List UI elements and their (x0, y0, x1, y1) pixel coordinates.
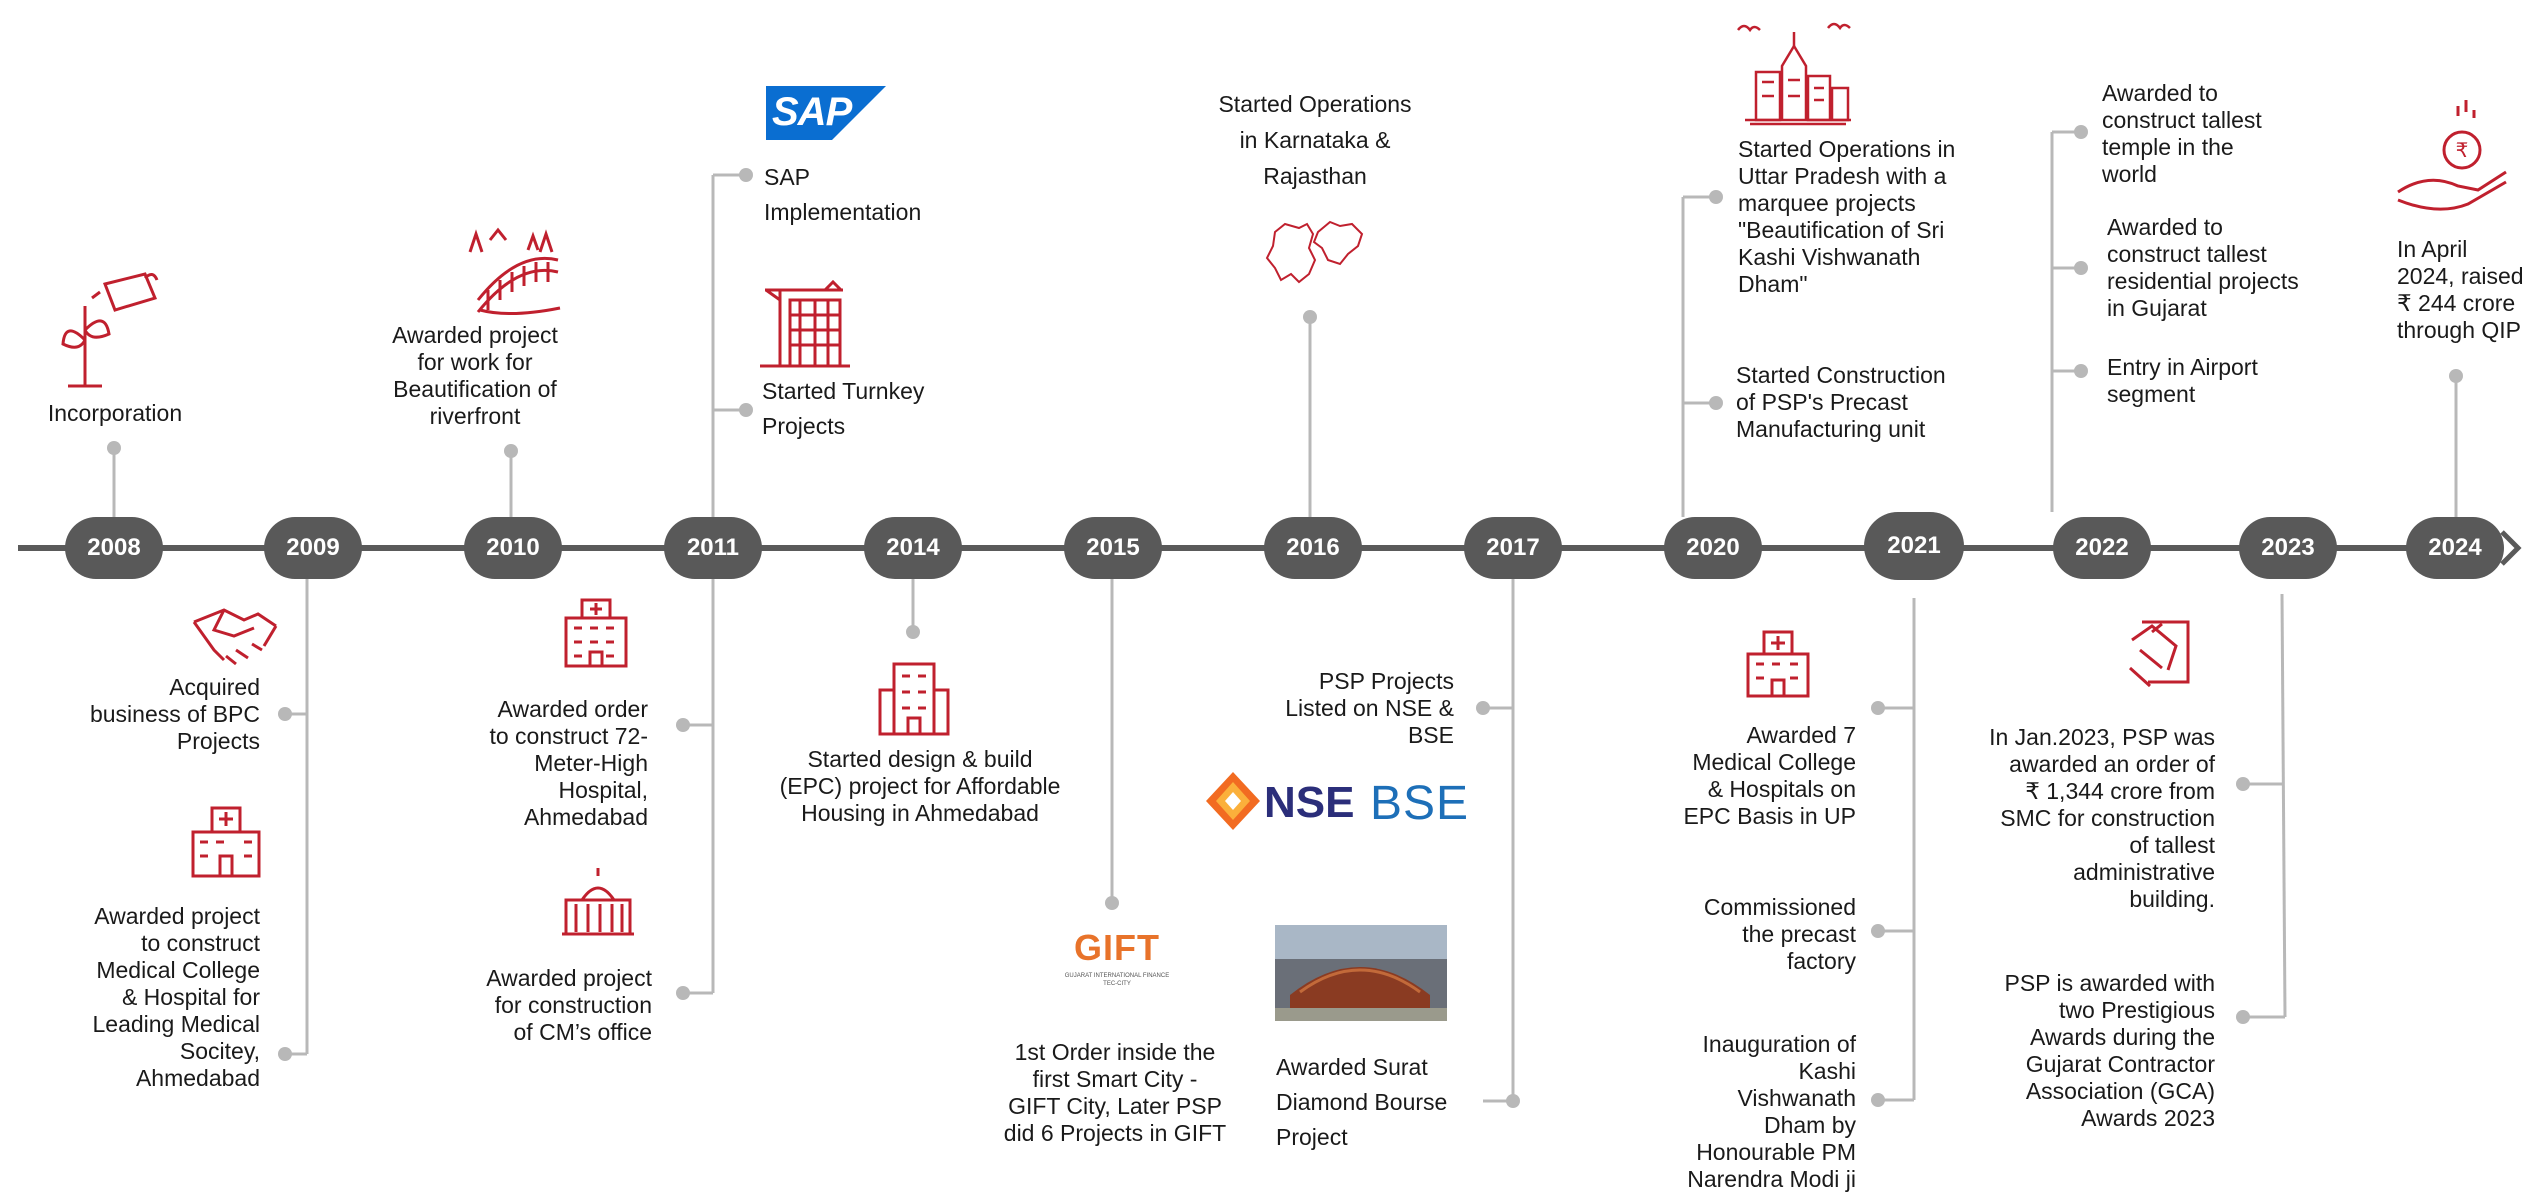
gift-logo-text: GIFT (1074, 927, 1160, 968)
temple-city-icon (1737, 22, 1851, 126)
bse-logo: BSE (1370, 776, 1480, 832)
event-smc-order: In Jan.2023, PSP was awarded an order of… (1989, 724, 2215, 912)
rupee-hand-icon: ₹ (2397, 100, 2507, 211)
nse-logo: NSE (1206, 772, 1354, 832)
hospital-icon (191, 806, 261, 878)
sap-logo-text: SAP (772, 90, 852, 134)
event-residential: Awarded to construct tallest residential… (2107, 214, 2299, 321)
document-award-icon (2128, 620, 2190, 688)
event-affordable-housing: Started design & build (EPC) project for… (779, 746, 1061, 826)
event-listed: PSP Projects Listed on NSE & BSE (1285, 668, 1454, 748)
event-riverfront: Awarded project for work for Beautificat… (392, 322, 558, 429)
year-pill: 2023 (2239, 517, 2337, 579)
year-pill: 2015 (1064, 517, 1162, 579)
hospital-icon (1746, 630, 1810, 698)
event-diamond-bourse: Awarded Surat Diamond Bourse Project (1276, 1054, 1448, 1150)
year-pill: 2022 (2053, 517, 2151, 579)
year-pill: 2011 (664, 517, 762, 579)
event-qip: In April 2024, raised ₹ 244 crore throug… (2397, 236, 2524, 343)
year-pill: 2016 (1264, 517, 1362, 579)
crane-building-icon (760, 279, 850, 368)
year-pill: 2024 (2406, 517, 2504, 579)
gift-city-logo: GIFT GUJARAT INTERNATIONAL FINANCE TEC-C… (1062, 928, 1172, 998)
year-pill: 2017 (1464, 517, 1562, 579)
event-hospital-72m: Awarded order to construct 72- Meter-Hig… (489, 696, 648, 830)
handshake-icon (192, 608, 278, 666)
year-pill: 2009 (264, 517, 362, 579)
event-gca-awards: PSP is awarded with two Prestigious Awar… (2004, 970, 2215, 1131)
event-precast-factory: Commissioned the precast factory (1703, 894, 1856, 974)
year-pill: 2008 (65, 517, 163, 579)
event-airport: Entry in Airport segment (2107, 354, 2258, 407)
bse-logo-text: BSE (1370, 777, 1470, 830)
event-sap: SAP Implementation (764, 164, 922, 225)
event-cm-office: Awarded project for construction of CM’s… (486, 965, 652, 1045)
india-states-map-icon (1265, 220, 1364, 284)
year-pill: 2021 (1864, 512, 1964, 580)
apartment-building-icon (878, 662, 950, 736)
event-kashi-inauguration: Inauguration of Kashi Vishwanath Dham by… (1687, 1031, 1856, 1192)
gift-logo-subtitle: GUJARAT INTERNATIONAL FINANCE TEC-CITY (1064, 973, 1170, 987)
event-temple: Awarded to construct tallest temple in t… (2102, 80, 2262, 187)
event-bpc: Acquired business of BPC Projects (89, 674, 260, 754)
surat-diamond-bourse-photo (1275, 925, 1447, 1021)
hospital-icon (564, 598, 628, 668)
connector-dots (107, 125, 2463, 1108)
bridge-riverfront-icon (468, 227, 561, 316)
event-uttar-pradesh: Started Operations in Uttar Pradesh with… (1738, 136, 1956, 297)
event-precast-unit: Started Construction of PSP's Precast Ma… (1736, 362, 1946, 442)
year-pill: 2014 (864, 517, 962, 579)
event-medical-college: Awarded project to construct Medical Col… (92, 903, 260, 1091)
year-pill: 2020 (1664, 517, 1762, 579)
nse-logo-text: NSE (1264, 778, 1355, 827)
event-incorporation: Incorporation (47, 400, 183, 426)
event-medical-up: Awarded 7 Medical College & Hospitals on… (1683, 722, 1856, 829)
svg-text:₹: ₹ (2456, 140, 2469, 162)
event-gift-city: 1st Order inside the first Smart City - … (1003, 1039, 1227, 1146)
event-karnataka: Started Operations in Karnataka & Rajast… (1218, 91, 1412, 189)
plant-watering-icon (61, 272, 159, 388)
timeline-arrow-icon (2500, 530, 2522, 566)
year-pill: 2010 (464, 517, 562, 579)
event-turnkey: Started Turnkey Projects (762, 378, 925, 439)
government-building-icon (562, 868, 634, 936)
sap-logo: SAP (766, 86, 886, 140)
